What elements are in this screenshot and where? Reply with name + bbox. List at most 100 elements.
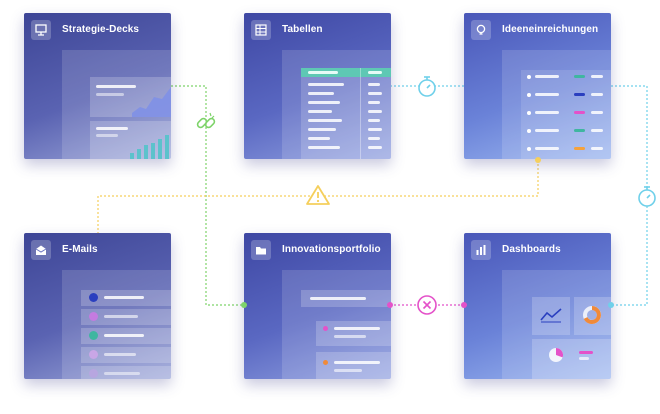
spreadsheet-header-row	[301, 68, 391, 77]
status-dot	[323, 360, 328, 365]
avatar	[89, 312, 98, 321]
x-circle-icon	[417, 295, 437, 315]
placeholder-line	[104, 296, 144, 299]
submission-list	[521, 70, 611, 159]
placeholder-line	[104, 353, 136, 356]
line-chart-graphic	[540, 308, 562, 323]
list-item	[535, 111, 559, 114]
card-tabellen[interactable]: Tabellen	[244, 13, 391, 159]
placeholder-line	[96, 127, 128, 130]
table-row	[308, 83, 344, 86]
envelope-icon	[31, 240, 51, 260]
legend-line	[579, 351, 593, 354]
avatar	[89, 331, 98, 340]
list-bullet	[527, 93, 531, 97]
table-row	[368, 128, 382, 131]
placeholder-line	[368, 71, 382, 74]
placeholder-line	[104, 372, 140, 375]
table-row	[368, 146, 382, 149]
card-emails[interactable]: E-Mails	[24, 233, 171, 379]
placeholder-line	[96, 93, 124, 96]
list-bullet	[527, 129, 531, 133]
table-row	[368, 101, 380, 104]
placeholder-line	[104, 334, 144, 337]
list-item	[591, 111, 603, 114]
legend-line	[579, 357, 589, 360]
card-panel	[62, 270, 171, 379]
table-row	[308, 119, 342, 122]
stopwatch-icon	[638, 186, 656, 207]
portfolio-item	[316, 321, 391, 346]
list-bullet	[527, 111, 531, 115]
placeholder-line	[334, 369, 362, 372]
card-title: E-Mails	[62, 244, 98, 255]
avatar	[89, 293, 98, 302]
table-row	[368, 110, 382, 113]
lightbulb-icon	[471, 20, 491, 40]
avatar	[89, 350, 98, 359]
link-icon	[196, 112, 216, 129]
placeholder-line	[104, 315, 138, 318]
list-item	[591, 129, 603, 132]
status-tag	[574, 93, 585, 96]
card-ideeneinreichungen[interactable]: Ideeneinreichungen	[464, 13, 611, 159]
placeholder-line	[334, 361, 380, 364]
table-row	[368, 119, 380, 122]
list-item	[591, 93, 603, 96]
area-chart-graphic	[132, 87, 171, 117]
placeholder-line	[334, 327, 380, 330]
status-tag	[574, 75, 585, 78]
list-bullet	[527, 75, 531, 79]
bar-chart-icon	[471, 240, 491, 260]
status-tag	[574, 111, 585, 114]
avatar	[89, 369, 98, 378]
bar-chart-graphic	[130, 135, 169, 159]
table-icon	[251, 20, 271, 40]
card-panel	[282, 270, 391, 379]
status-tag	[574, 147, 585, 150]
card-title: Strategie-Decks	[62, 24, 140, 35]
list-bullet	[527, 147, 531, 151]
portfolio-item	[316, 352, 391, 379]
placeholder-line	[334, 335, 366, 338]
table-row	[308, 146, 340, 149]
column-divider	[360, 68, 361, 159]
list-item	[535, 129, 559, 132]
table-row	[308, 128, 336, 131]
dashboard-widget	[574, 297, 611, 335]
card-innovationsportfolio[interactable]: Innovationsportfolio	[244, 233, 391, 379]
presentation-icon	[31, 20, 51, 40]
card-dashboards[interactable]: Dashboards	[464, 233, 611, 379]
list-item	[535, 147, 559, 150]
list-item	[591, 147, 603, 150]
list-item	[591, 75, 603, 78]
table-row	[308, 137, 330, 140]
card-title: Ideeneinreichungen	[502, 24, 599, 35]
table-row	[368, 83, 380, 86]
placeholder-line	[308, 71, 338, 74]
list-item	[535, 75, 559, 78]
pie-chart-graphic	[549, 347, 564, 362]
card-title: Tabellen	[282, 24, 323, 35]
table-row	[368, 137, 380, 140]
card-strategie-decks[interactable]: Strategie-Decks	[24, 13, 171, 159]
list-item	[535, 93, 559, 96]
card-title: Dashboards	[502, 244, 561, 255]
table-row	[308, 101, 340, 104]
donut-chart-graphic	[583, 306, 601, 324]
placeholder-line	[96, 134, 118, 137]
folder-icon	[251, 240, 271, 260]
status-tag	[574, 129, 585, 132]
stopwatch-icon	[418, 76, 436, 97]
table-row	[308, 110, 332, 113]
table-row	[308, 92, 334, 95]
card-title: Innovationsportfolio	[282, 244, 381, 255]
warning-icon	[306, 185, 330, 205]
dashboard-widget	[532, 339, 611, 379]
status-dot	[323, 326, 328, 331]
placeholder-line	[310, 297, 366, 300]
placeholder-line	[96, 85, 136, 88]
card-panel	[502, 50, 611, 159]
table-row	[368, 92, 382, 95]
